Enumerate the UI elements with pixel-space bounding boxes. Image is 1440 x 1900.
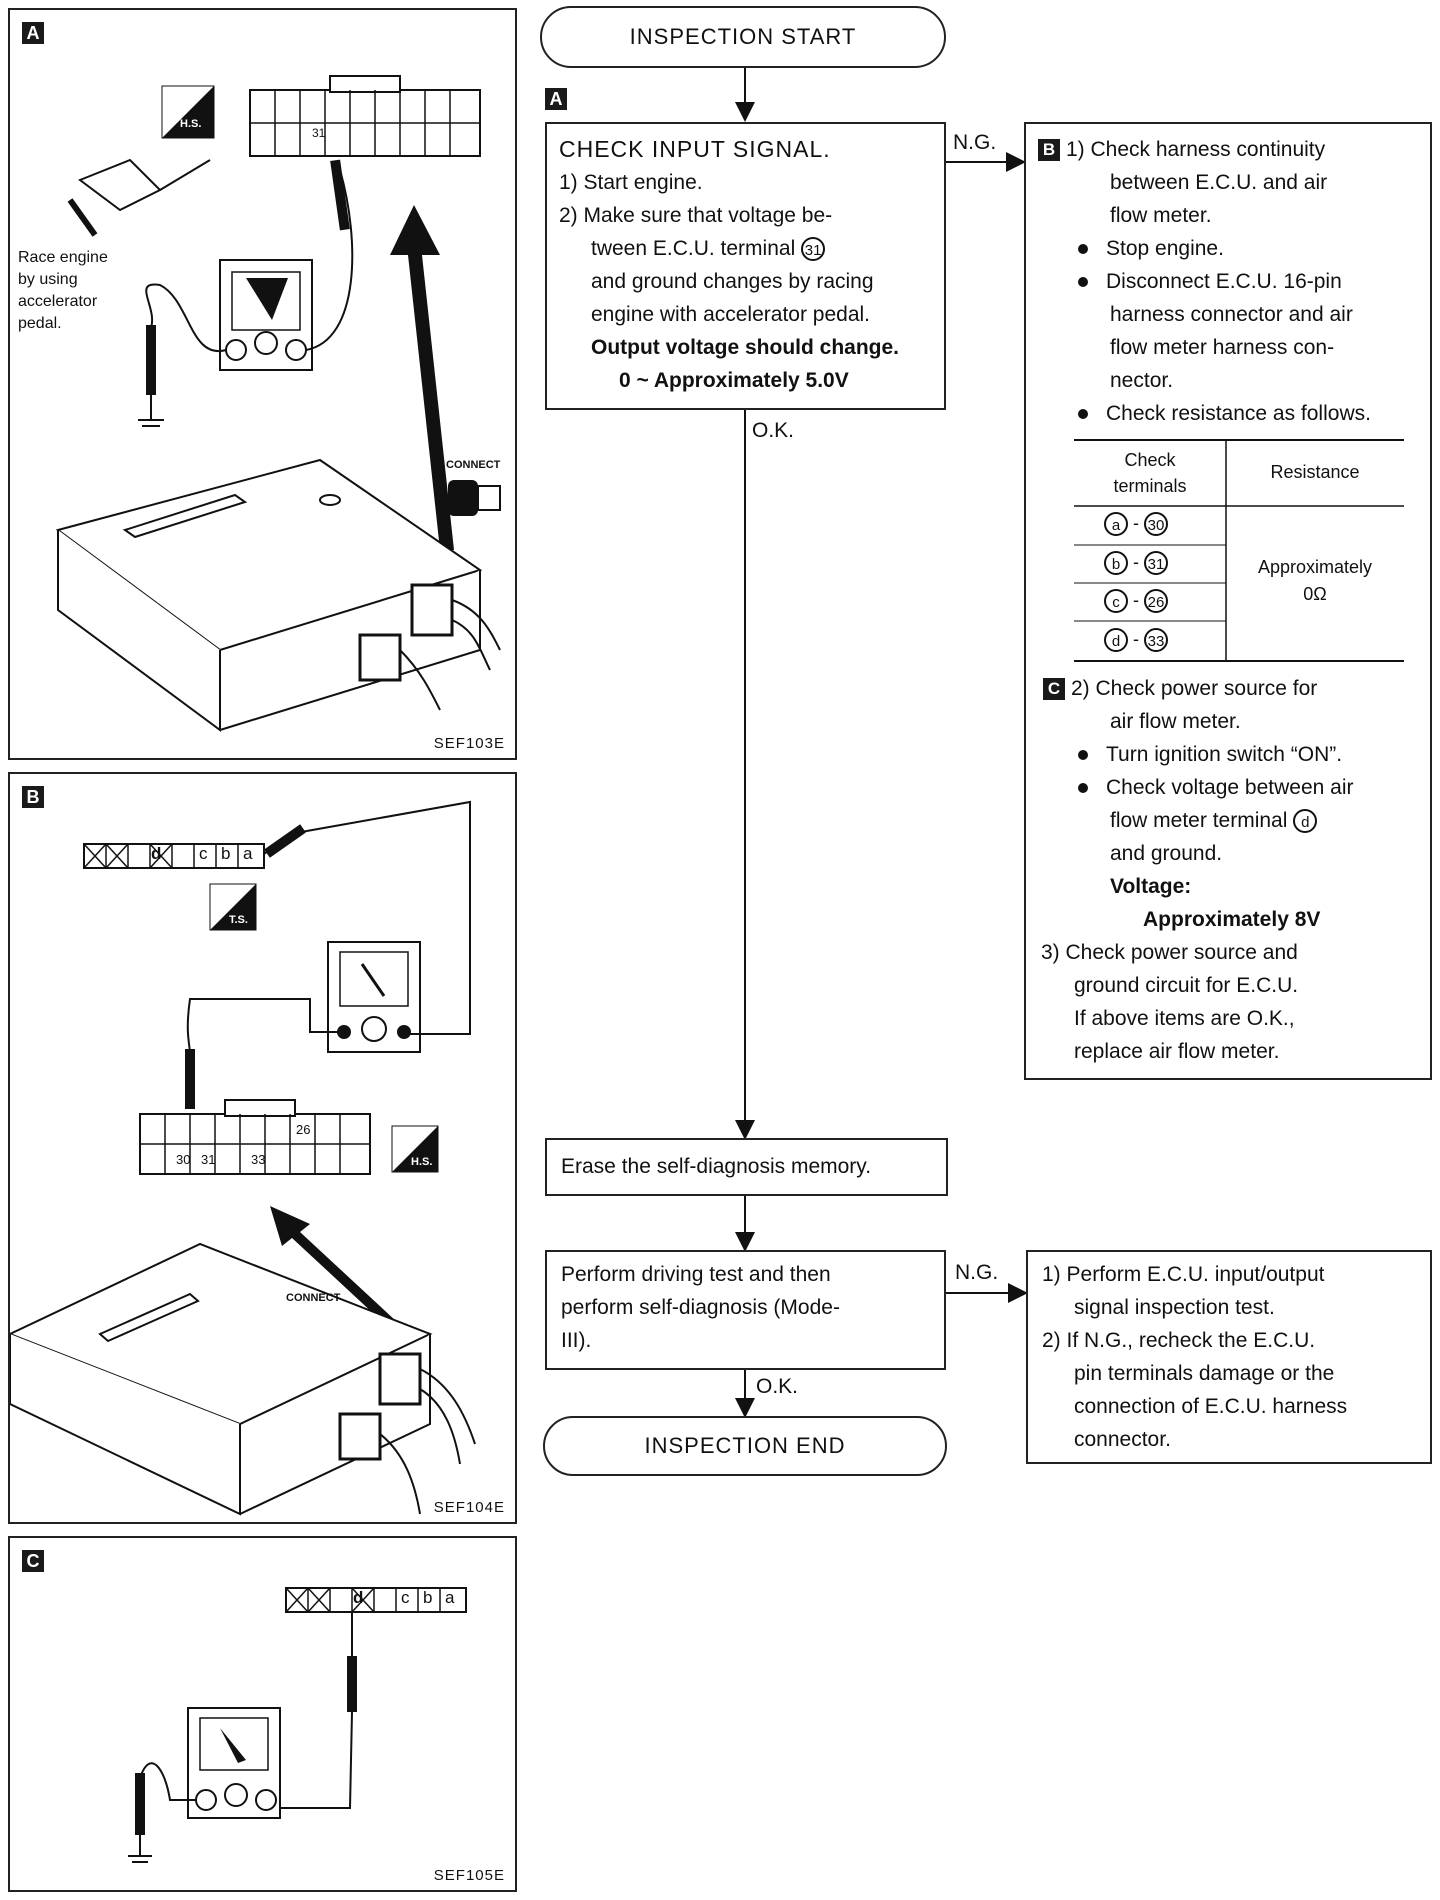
driving-test-3: III).	[561, 1329, 592, 1352]
panel-a-code: SEF103E	[433, 735, 505, 752]
table-row-a: a - 30	[1104, 512, 1168, 536]
ng-label-2: N.G.	[955, 1261, 999, 1284]
panel-a-illustration	[55, 75, 501, 732]
terminal-d-badge: d	[1293, 809, 1318, 834]
ok-label-2: O.K.	[756, 1375, 799, 1398]
figure-panel-c: C d c b a SEF105E	[8, 1536, 517, 1892]
power-source-2: air flow meter.	[1110, 710, 1241, 733]
terminal-31-badge: 31	[801, 237, 826, 262]
check-step-1: 1) Start engine.	[559, 171, 703, 194]
panel-a-hs-badge: H.S.	[180, 118, 202, 130]
driving-test-box: Perform driving test and then perform se…	[545, 1250, 946, 1370]
harness-check-box	[1024, 122, 1432, 1080]
ecu-step-1a: 1) Perform E.C.U. input/output	[1042, 1263, 1325, 1286]
ecu-step-2d: connector.	[1074, 1428, 1171, 1451]
check-step-2b-row: tween E.C.U. terminal 31	[559, 232, 932, 265]
table-row-b: b - 31	[1104, 551, 1168, 575]
panel-b-ts-badge: T.S.	[229, 914, 248, 926]
panel-a-note-2: by using	[18, 271, 78, 288]
panel-b-pin-31: 31	[201, 1152, 216, 1167]
figure-panel-b: B	[8, 772, 517, 1524]
panel-c-pin-b: b	[423, 1588, 433, 1607]
check-step-2d: engine with accelerator pedal.	[591, 303, 871, 326]
panel-b-pin-a: a	[243, 844, 253, 863]
panel-b-pin-30: 30	[176, 1152, 191, 1167]
check-input-signal-box: CHECK INPUT SIGNAL. 1) Start engine. 2) …	[545, 122, 946, 410]
inspection-end: INSPECTION END	[543, 1416, 947, 1476]
harness-step-1c: flow meter.	[1110, 204, 1212, 227]
panel-c-pin-d: d	[353, 1588, 364, 1607]
panel-b-code: SEF104E	[433, 1499, 505, 1516]
ecu-test-box: 1) Perform E.C.U. input/output signal in…	[1026, 1250, 1432, 1464]
bullet-stop-engine: Stop engine.	[1078, 232, 1224, 265]
panel-b-hs-badge: H.S.	[411, 1156, 433, 1168]
step-3-b: ground circuit for E.C.U.	[1074, 974, 1299, 997]
panel-c-illustration	[128, 1587, 467, 1863]
harness-step-1b: between E.C.U. and air	[1110, 171, 1328, 194]
table-header-terminals: Check terminals	[1113, 450, 1187, 496]
output-voltage-range: 0 ~ Approximately 5.0V	[619, 369, 849, 392]
table-row-c: c - 26	[1104, 589, 1168, 613]
panel-b-pin-b: b	[221, 844, 231, 863]
panel-c-pin-a: a	[445, 1588, 455, 1607]
ng-label-1: N.G.	[953, 131, 997, 154]
driving-test-2: perform self-diagnosis (Mode-	[561, 1296, 840, 1319]
ecu-step-1b: signal inspection test.	[1074, 1296, 1275, 1319]
panel-c-tag: C	[22, 1550, 44, 1572]
bullet-disconnect-2: harness connector and air	[1110, 303, 1353, 326]
voltage-label: Voltage:	[1110, 875, 1192, 898]
ok-label-1: O.K.	[752, 419, 795, 442]
check-step-2b: tween E.C.U. terminal	[591, 237, 796, 260]
figure-panel-a: A	[8, 8, 517, 760]
driving-test-1: Perform driving test and then	[561, 1263, 831, 1286]
resistance-value-1: Approximately	[1257, 557, 1373, 577]
check-input-title: CHECK INPUT SIGNAL.	[559, 136, 831, 162]
check-voltage-2-row: flow meter terminal d	[1110, 804, 1318, 837]
bullet-disconnect: Disconnect E.C.U. 16-pin	[1078, 265, 1342, 298]
panel-b-tag: B	[22, 786, 44, 808]
bullet-disconnect-4: nector.	[1110, 369, 1174, 392]
step-3-c: If above items are O.K.,	[1074, 1007, 1295, 1030]
step-3-a: 3) Check power source and	[1041, 941, 1298, 964]
check-voltage-3: and ground.	[1110, 842, 1223, 865]
table-row-d: d - 33	[1104, 628, 1168, 652]
panel-b-pin-c: c	[199, 844, 208, 863]
panel-b-connect-label: CONNECT	[286, 1292, 341, 1304]
check-step-2a: 2) Make sure that voltage be-	[559, 204, 833, 227]
panel-c-code: SEF105E	[433, 1867, 505, 1884]
panel-a-tag: A	[22, 22, 44, 44]
bullet-disconnect-3: flow meter harness con-	[1110, 336, 1335, 359]
bullet-check-voltage: Check voltage between air	[1078, 771, 1353, 804]
step-3-d: replace air flow meter.	[1074, 1040, 1280, 1063]
panel-a-connect-label: CONNECT	[446, 459, 501, 471]
output-voltage-note: Output voltage should change.	[591, 336, 900, 359]
ecu-step-2a: 2) If N.G., recheck the E.C.U.	[1042, 1329, 1316, 1352]
flow-tag-c: C	[1043, 678, 1065, 701]
panel-b-illustration	[10, 800, 476, 1516]
panel-a-pin-31: 31	[312, 126, 326, 140]
erase-memory-box: Erase the self-diagnosis memory.	[545, 1138, 948, 1196]
panel-c-pin-c: c	[401, 1588, 410, 1607]
inspection-start: INSPECTION START	[540, 6, 946, 68]
ecu-step-2c: connection of E.C.U. harness	[1074, 1395, 1348, 1418]
ecu-step-2b: pin terminals damage or the	[1074, 1362, 1335, 1385]
panel-b-pin-26: 26	[296, 1122, 311, 1137]
harness-step-1: 1) Check harness continuity	[1066, 138, 1326, 161]
panel-b-pin-d: d	[151, 844, 162, 863]
panel-a-note-1: Race engine	[18, 249, 108, 266]
resistance-value-2: 0Ω	[1303, 584, 1327, 604]
check-step-2c: and ground changes by racing	[591, 270, 874, 293]
panel-a-note-4: pedal.	[18, 315, 62, 332]
panel-a-note-3: accelerator	[18, 293, 98, 310]
voltage-value: Approximately 8V	[1143, 908, 1321, 931]
panel-b-pin-33: 33	[251, 1152, 266, 1167]
harness-step-1-row: B 1) Check harness continuity	[1038, 133, 1325, 166]
erase-memory-text: Erase the self-diagnosis memory.	[561, 1155, 872, 1178]
flow-tag-a: A	[545, 88, 567, 110]
bullet-ignition: Turn ignition switch “ON”.	[1078, 738, 1342, 771]
bullet-check-resistance: Check resistance as follows.	[1078, 397, 1371, 430]
flow-tag-b: B	[1038, 139, 1060, 162]
table-header-resistance: Resistance	[1270, 462, 1360, 482]
